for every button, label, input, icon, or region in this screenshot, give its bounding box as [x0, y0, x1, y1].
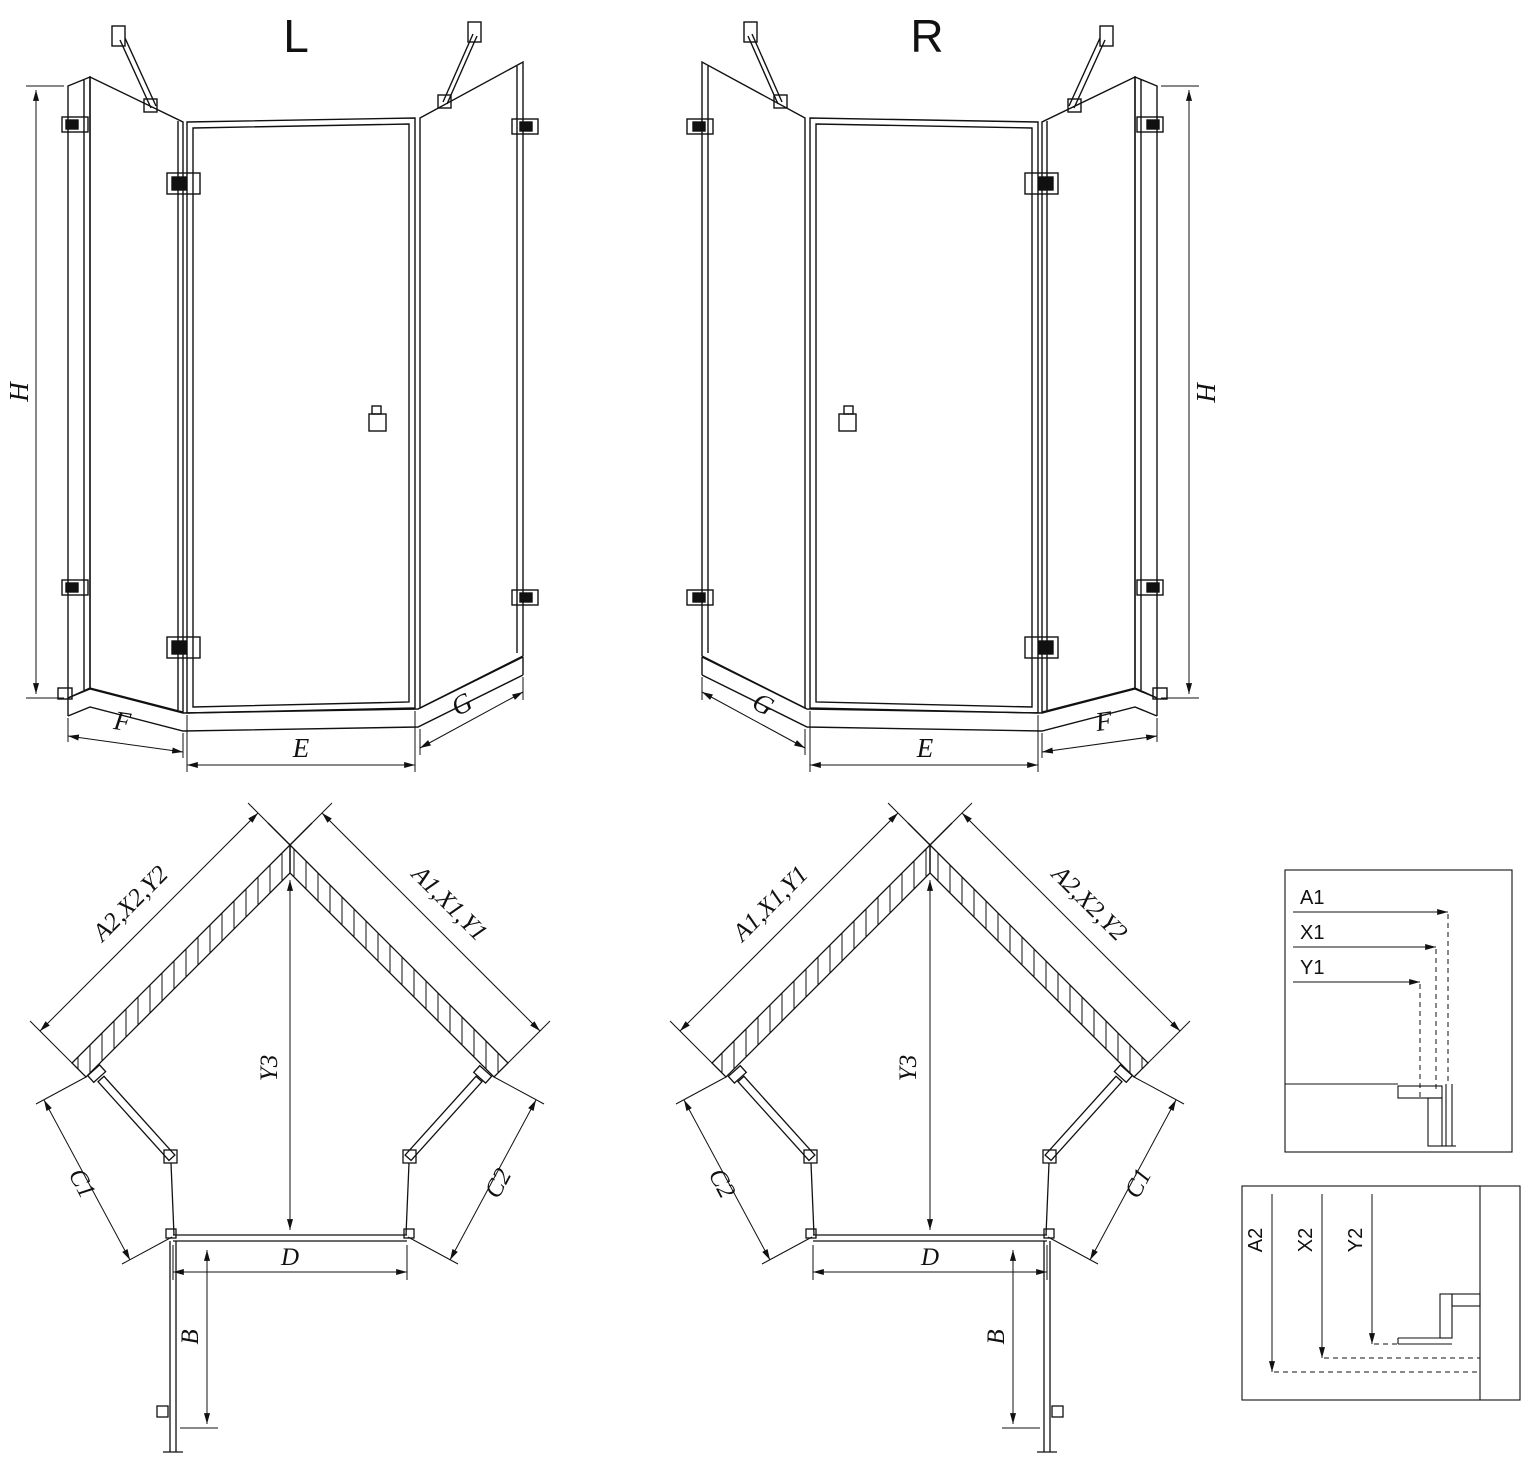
dim-label-f-left: F — [111, 705, 133, 737]
dim-label-g-left: G — [446, 686, 477, 722]
plan-right-d-label: D — [920, 1244, 939, 1271]
plan-left-c1-label: C1 — [63, 1164, 101, 1202]
right-cabin-view — [687, 22, 1199, 772]
plan-right-c1-label: C1 — [1120, 1164, 1158, 1202]
dim-label-h-right: H — [1191, 381, 1221, 403]
wall-profile-section — [1285, 1083, 1456, 1147]
left-cabin-view — [26, 22, 538, 772]
plan-right-c2-label: C2 — [703, 1164, 741, 1202]
plan-right-y3-label: Y3 — [895, 1055, 922, 1081]
detail-frame — [1241, 1185, 1521, 1401]
detail-a2-label: A2 — [1245, 1228, 1267, 1252]
left-plan-view — [30, 803, 550, 1452]
labels-layer: L H F E G R H G E F A2,X2,Y2 A1,X1,Y1 Y3… — [4, 10, 1367, 1345]
plan-left-b-label: B — [177, 1329, 204, 1344]
dim-label-f-right: F — [1092, 705, 1114, 737]
dim-label-g-right: G — [748, 686, 779, 722]
plan-right-wall-label-left: A1,X1,Y1 — [726, 861, 813, 948]
plan-left-d-label: D — [280, 1244, 299, 1271]
left-view-title: L — [283, 10, 309, 62]
detail-a1-label: A1 — [1300, 887, 1324, 909]
plan-right-wall-label-right: A2,X2,Y2 — [1045, 859, 1132, 946]
plan-right-b-label: B — [983, 1329, 1010, 1344]
detail-x2-label: X2 — [1295, 1228, 1317, 1252]
detail-horizontal-section — [1284, 869, 1513, 1153]
dim-label-e-right: E — [916, 733, 934, 763]
plan-left-c2-label: C2 — [480, 1164, 518, 1202]
detail-y1-label: Y1 — [1300, 957, 1324, 979]
wall-profile-section — [1397, 1293, 1481, 1345]
detail-y2-label: Y2 — [1345, 1228, 1367, 1252]
plan-left-y3-label: Y3 — [256, 1055, 283, 1081]
detail-x1-label: X1 — [1300, 922, 1324, 944]
dim-label-h-left: H — [4, 381, 34, 403]
plan-left-wall-label-right: A1,X1,Y1 — [405, 859, 492, 946]
plan-left-wall-label-left: A2,X2,Y2 — [86, 861, 173, 948]
dim-label-e-left: E — [292, 733, 310, 763]
right-view-title: R — [910, 10, 943, 62]
detail-vertical-section — [1241, 1185, 1521, 1401]
detail-frame — [1284, 869, 1513, 1153]
right-plan-view — [670, 803, 1190, 1452]
